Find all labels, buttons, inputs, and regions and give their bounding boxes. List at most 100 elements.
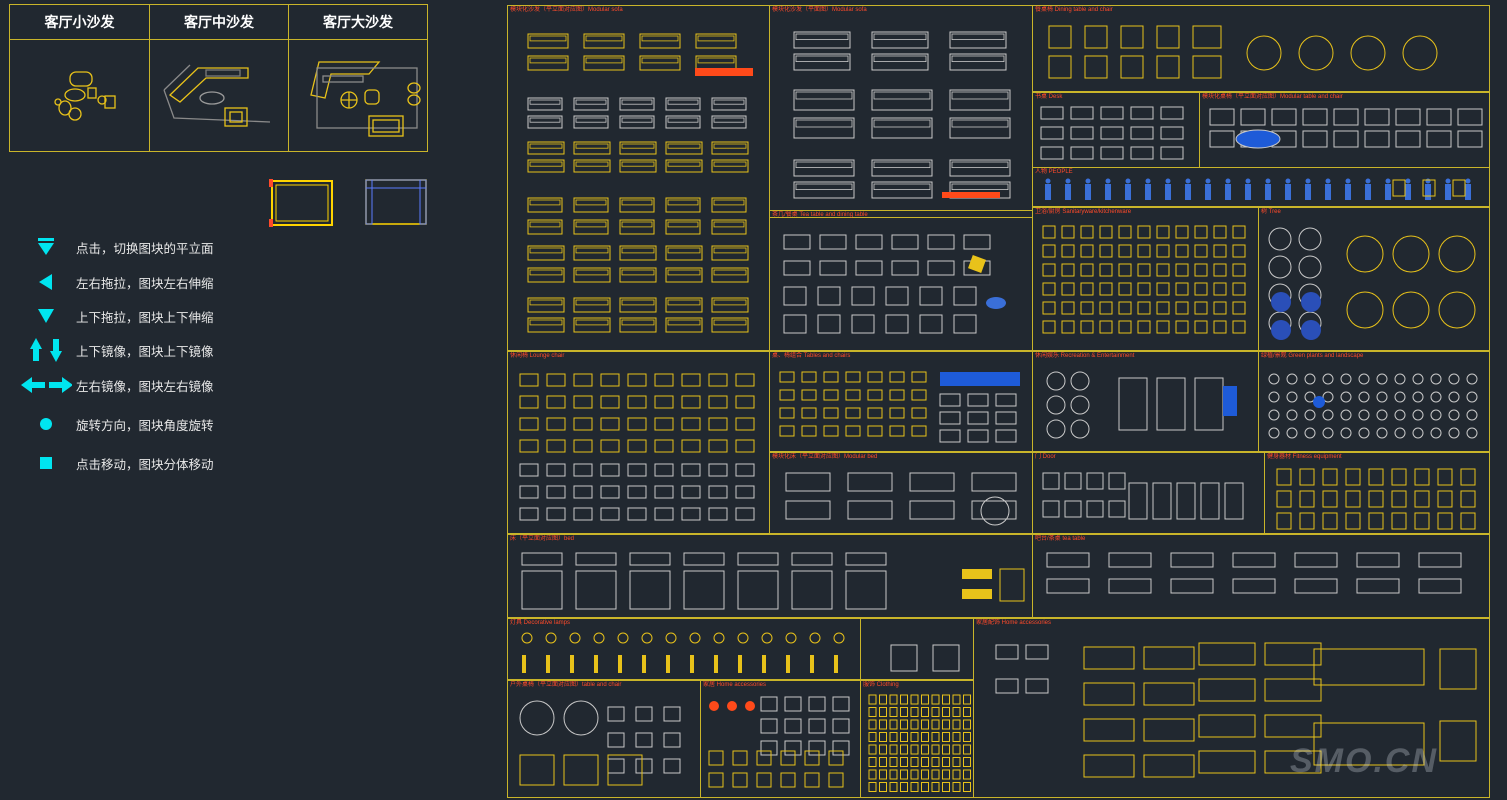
cad-block-icon[interactable] [641,632,653,644]
cad-block-icon[interactable] [868,744,877,755]
cad-block-icon[interactable] [1175,263,1189,277]
cad-block-icon[interactable] [808,696,826,712]
cad-block-icon[interactable] [642,655,646,673]
cad-block-icon[interactable] [791,552,833,566]
cad-block-icon[interactable] [667,299,701,306]
cad-block-icon[interactable] [1294,552,1338,568]
cad-block-icon[interactable] [573,463,593,477]
cad-block-icon[interactable] [1322,373,1334,385]
cad-block-icon[interactable] [708,772,724,788]
cad-block-icon[interactable] [1402,35,1438,71]
cad-block-icon[interactable] [713,269,747,276]
cad-block-icon[interactable] [519,417,539,431]
cad-block-icon[interactable] [654,395,674,409]
cad-block-icon[interactable] [575,269,609,276]
cad-block-icon[interactable] [667,247,701,254]
cad-block-icon[interactable] [527,267,565,283]
cad-block-icon[interactable] [1040,146,1064,160]
cad-block-icon[interactable] [845,425,861,437]
cad-block-icon[interactable] [629,570,671,610]
cad-block-icon[interactable] [1285,184,1291,200]
cad-block-icon[interactable] [667,269,701,276]
cad-block-icon[interactable] [1194,282,1208,296]
cad-block-icon[interactable] [635,732,653,748]
cad-block-icon[interactable] [1305,178,1311,184]
cad-block-icon[interactable] [665,317,703,333]
cad-block-icon[interactable] [931,732,940,742]
cad-block-icon[interactable] [735,417,755,431]
cad-block-icon[interactable] [529,161,563,167]
cad-block-icon[interactable] [573,485,593,499]
cad-block-icon[interactable] [909,472,955,492]
cad-block-icon[interactable] [665,632,677,644]
cad-block-icon[interactable] [1209,108,1235,126]
cad-block-icon[interactable] [819,260,847,276]
cad-block-icon[interactable] [783,260,811,276]
cad-block-icon[interactable] [607,754,643,786]
cad-block-icon[interactable] [667,199,699,206]
cad-block-icon[interactable] [1099,263,1113,277]
cad-block-icon[interactable] [714,655,718,673]
cad-block-icon[interactable] [1414,490,1430,508]
cad-block-icon[interactable] [1156,25,1180,49]
cad-block-icon[interactable] [885,286,909,306]
cad-block-icon[interactable] [1418,552,1462,568]
cad-block-icon[interactable] [607,758,625,774]
cad-block-icon[interactable] [1065,184,1071,200]
cad-block-icon[interactable] [868,719,877,730]
cad-block-icon[interactable] [1080,320,1094,334]
cad-block-icon[interactable] [910,707,919,717]
cad-block-icon[interactable] [1080,263,1094,277]
cad-block-icon[interactable] [1224,482,1244,520]
cad-block-icon[interactable] [1130,126,1154,140]
cad-block-icon[interactable] [665,267,703,283]
cad-block-icon[interactable] [1412,373,1424,385]
cad-block-icon[interactable] [1192,25,1222,49]
cad-block-icon[interactable] [519,395,539,409]
cad-block-icon[interactable] [527,159,565,173]
cad-block-icon[interactable] [761,632,773,644]
cad-block-icon[interactable] [793,159,855,177]
cad-block-icon[interactable] [793,53,851,71]
cad-block-icon[interactable] [1042,244,1056,258]
cad-block-icon[interactable] [1085,184,1091,200]
cad-block-icon[interactable] [1225,178,1231,184]
cad-block-icon[interactable] [889,707,898,717]
cad-block-icon[interactable] [801,371,817,383]
cad-block-icon[interactable] [756,772,772,788]
cad-block-icon[interactable] [1391,512,1407,530]
cad-block-icon[interactable] [639,33,681,49]
cad-block-icon[interactable] [1405,184,1411,200]
cad-block-icon[interactable] [529,99,561,105]
cad-block-icon[interactable] [573,507,593,521]
cad-block-icon[interactable] [967,411,989,425]
cad-block-icon[interactable] [873,161,931,168]
cad-block-icon[interactable] [1460,490,1476,508]
cad-block-icon[interactable] [665,219,701,235]
cad-block-icon[interactable] [1198,714,1256,738]
cad-block-icon[interactable] [952,757,961,767]
cad-block-icon[interactable] [1340,409,1352,421]
cad-block-icon[interactable] [871,117,933,139]
cad-block-icon[interactable] [963,769,971,780]
cad-block-icon[interactable] [1368,490,1384,508]
cad-block-icon[interactable] [529,319,563,326]
cad-block-icon[interactable] [711,317,749,333]
cad-block-icon[interactable] [1276,512,1292,530]
cad-block-icon[interactable] [819,234,847,250]
cad-block-icon[interactable] [1194,244,1208,258]
cad-block-icon[interactable] [1137,263,1151,277]
cad-block-icon[interactable] [573,141,611,155]
cad-block-icon[interactable] [1175,320,1189,334]
cad-block-icon[interactable] [1185,184,1191,200]
cad-block-icon[interactable] [1345,178,1351,184]
cad-block-icon[interactable] [1368,468,1384,486]
cad-block-icon[interactable] [868,769,877,780]
cad-block-icon[interactable] [783,314,807,334]
cad-block-icon[interactable] [1145,178,1151,184]
cad-block-icon[interactable] [817,314,841,334]
cad-block-icon[interactable] [1061,320,1075,334]
cad-block-icon[interactable] [527,97,563,111]
cad-block-icon[interactable] [795,33,849,40]
cad-block-icon[interactable] [1457,130,1483,148]
